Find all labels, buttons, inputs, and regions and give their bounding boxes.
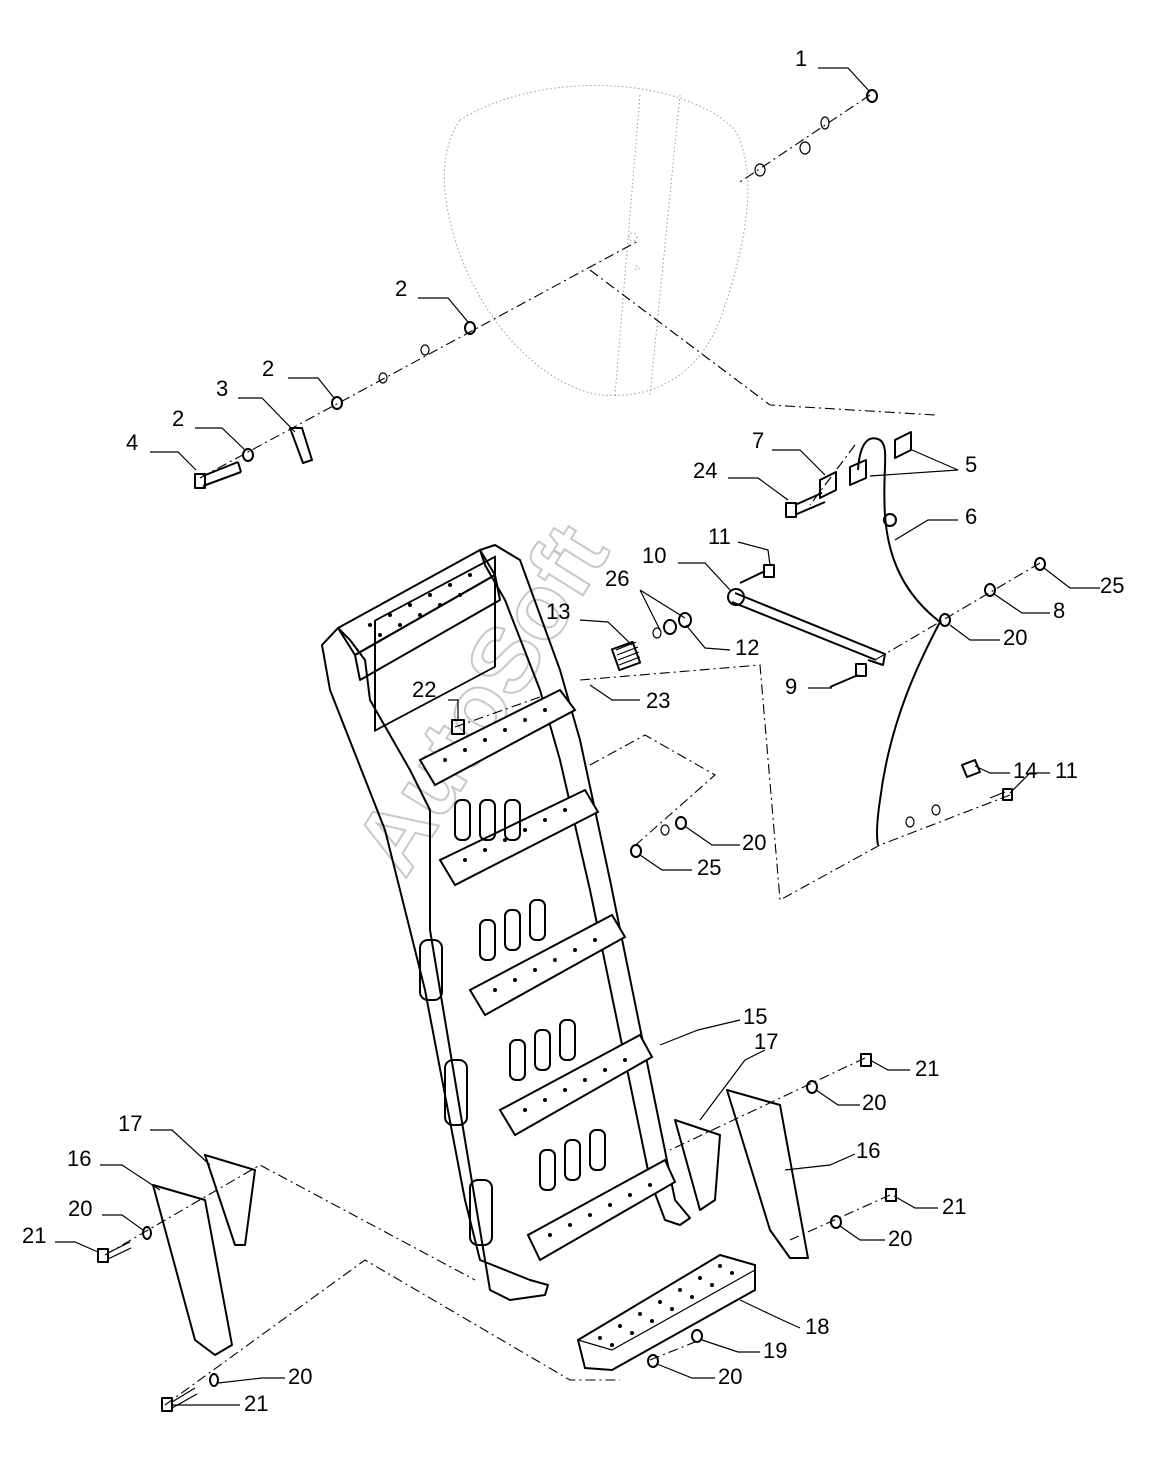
callout-25: 25 [697,855,721,880]
callout-8: 8 [1053,598,1065,623]
callout-12: 12 [735,635,759,660]
callout-21: 21 [942,1194,966,1219]
callout-11: 11 [708,524,731,549]
callout-4: 4 [126,430,138,455]
callout-21: 21 [244,1391,268,1416]
callout-23: 23 [646,688,670,713]
callout-20: 20 [1003,625,1027,650]
leader-lines [55,67,1100,1406]
bottom-step [576,1253,756,1372]
cab-window-outline [443,84,749,397]
callout-17: 17 [118,1111,142,1136]
hardware [97,89,1046,1412]
callout-11: 11 [1055,758,1078,783]
callout-20: 20 [888,1226,912,1251]
callout-20: 20 [862,1090,886,1115]
callout-15: 15 [743,1004,767,1029]
callout-26: 26 [605,566,629,591]
callout-20: 20 [288,1364,312,1389]
callout-20: 20 [68,1196,92,1221]
callout-1: 1 [795,46,807,71]
callout-18: 18 [805,1314,829,1339]
center-lines [104,94,1041,1406]
ladder-assembly [321,544,691,1301]
callout-5: 5 [965,452,977,477]
callout-2: 2 [262,356,274,381]
callout-3: 3 [216,376,228,401]
callout-16: 16 [856,1138,880,1163]
callout-25: 25 [1100,573,1124,598]
callout-21: 21 [915,1056,939,1081]
callout-20: 20 [718,1364,742,1389]
spring [610,640,642,672]
callout-labels: 1 2 2 2 3 4 5 6 7 24 11 10 26 13 12 23 2… [22,46,1124,1416]
callout-20: 20 [742,830,766,855]
callout-14: 14 [1013,758,1037,783]
callout-2: 2 [172,406,184,431]
left-brackets [152,1154,256,1356]
callout-6: 6 [965,504,977,529]
callout-16: 16 [67,1146,91,1171]
callout-22: 22 [412,677,436,702]
callout-17: 17 [754,1029,778,1054]
callout-9: 9 [785,674,797,699]
right-brackets [674,1089,809,1259]
callout-13: 13 [546,599,570,624]
callout-19: 19 [763,1338,787,1363]
callout-21: 21 [22,1223,46,1248]
callout-10: 10 [642,543,666,568]
callout-2: 2 [395,276,407,301]
callout-7: 7 [752,428,764,453]
callout-24: 24 [693,458,717,483]
